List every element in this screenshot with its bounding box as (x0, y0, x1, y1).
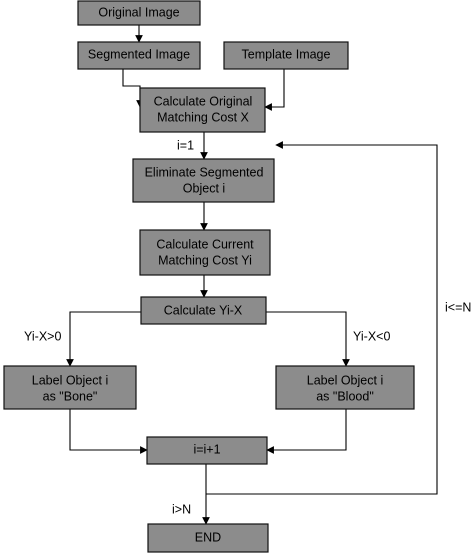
node-eliminate-object: Eliminate Segmented Object i (132, 158, 275, 203)
node-label-line1: Eliminate Segmented (145, 165, 264, 179)
node-label: Segmented Image (88, 47, 190, 61)
edge-calc-diff-to-bone (66, 311, 141, 367)
node-label-line2: Matching Cost Yi (158, 253, 252, 267)
node-label-line2: as "Bone" (43, 389, 98, 403)
node-calc-original-cost: Calculate Original Matching Cost X (139, 87, 266, 133)
node-calc-current-cost: Calculate Current Matching Cost Yi (139, 229, 271, 276)
node-label: Original Image (98, 5, 179, 19)
node-calc-difference: Calculate Yi-X (140, 296, 267, 325)
edge-template-to-calc-orig (264, 69, 285, 111)
edge-label-loop: i<=N (445, 300, 471, 314)
node-label: i=i+1 (193, 442, 220, 456)
node-label-line2: as "Blood" (316, 389, 374, 403)
edge-label-exit: i>N (172, 502, 191, 516)
node-label-line2: Matching Cost X (157, 110, 249, 124)
node-template-image: Template Image (223, 41, 349, 70)
node-label-line1: Calculate Current (156, 237, 254, 251)
edge-loop-back (206, 141, 438, 495)
node-label: Calculate Yi-X (164, 303, 243, 317)
node-label: Template Image (242, 47, 331, 61)
edge-label-lt: Yi-X<0 (353, 329, 390, 343)
node-segmented-image: Segmented Image (77, 41, 201, 70)
edge-bone-to-increment (69, 409, 148, 454)
node-label-line2: Object i (183, 181, 225, 195)
node-label-line1: Label Object i (32, 373, 108, 387)
edge-calc-diff-to-blood (266, 311, 350, 367)
node-increment: i=i+1 (146, 436, 268, 465)
node-label-bone: Label Object i as "Bone" (3, 365, 137, 410)
node-label-line1: Calculate Original (154, 94, 253, 108)
edges (66, 25, 438, 525)
edge-label-init: i=1 (177, 138, 194, 152)
node-end: END (147, 523, 269, 553)
edge-labels: i=1 Yi-X>0 Yi-X<0 i<=N i>N (24, 138, 471, 516)
node-label: END (195, 530, 221, 544)
edge-segmented-to-calc-orig (122, 69, 144, 108)
edge-blood-to-increment (266, 409, 347, 454)
node-original-image: Original Image (77, 0, 201, 26)
node-label-blood: Label Object i as "Blood" (275, 365, 415, 410)
node-label-line1: Label Object i (307, 373, 383, 387)
edge-label-gt: Yi-X>0 (24, 329, 61, 343)
